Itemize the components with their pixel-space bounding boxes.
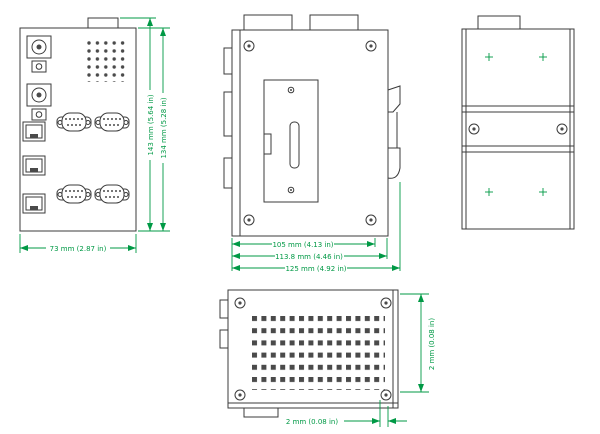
label-backing (46, 243, 110, 252)
din-mount-plate (263, 79, 319, 203)
corner-screw (380, 297, 392, 309)
plate-screw (287, 86, 295, 94)
bottom-mount-tab (243, 407, 279, 418)
right-side-view (461, 15, 575, 230)
connector-profile (219, 329, 229, 349)
height-overall-dimension-label: 143 mm (5.64 in) (147, 94, 155, 155)
connector-profile (223, 91, 233, 137)
depth-with-rail-dimension-label: 113.8 mm (4.46 in) (275, 253, 343, 261)
connector-profile (223, 47, 233, 75)
sc-fiber-port (26, 35, 52, 59)
din-rail-clip-lower-hook (387, 147, 401, 179)
edge-thickness-bottom-dimension-label: 2 mm (0.08 in) (286, 418, 338, 426)
din-rail-clip-upper-hook (387, 85, 401, 113)
front-view (19, 17, 137, 232)
label-backing (146, 90, 155, 160)
corner-screw (234, 389, 246, 401)
bottom-view (219, 289, 399, 418)
label-backing (159, 93, 168, 163)
label-backing (272, 239, 334, 249)
depth-overall-dimension-label: 125 mm (4.92 in) (285, 265, 346, 273)
side-panel-outline (461, 28, 575, 230)
sc-fiber-port-latch (31, 108, 47, 121)
corner-screw (243, 40, 255, 52)
front-view-dimensions: 73 mm (2.87 in) 143 mm (5.64 in) 134 mm … (19, 17, 170, 253)
vent-holes (252, 316, 385, 390)
corner-screw (234, 297, 246, 309)
rj45-port (22, 193, 46, 214)
label-backing (285, 263, 347, 273)
corner-screw (365, 40, 377, 52)
plate-screw (287, 186, 295, 194)
rail-screw (556, 123, 568, 135)
edge-thickness-right-dimension-label: 2 mm (0.08 in) (428, 318, 436, 370)
din-mount-notch (263, 133, 272, 155)
top-mount-tab (243, 14, 293, 31)
corner-screw (365, 214, 377, 226)
corner-screw (243, 214, 255, 226)
top-mount-tab (477, 15, 521, 30)
side-view-din-rail (223, 14, 401, 237)
depth-body-dimension-label: 105 mm (4.13 in) (272, 241, 333, 249)
label-backing (275, 251, 344, 261)
side-view-dimensions: 105 mm (4.13 in) 113.8 mm (4.46 in) 125 … (231, 182, 401, 273)
din-mount-slot (289, 121, 300, 169)
width-dimension-label: 73 mm (2.87 in) (50, 245, 107, 253)
rj45-port (22, 155, 46, 176)
height-body-dimension-label: 134 mm (5.28 in) (160, 97, 168, 158)
connector-profile (219, 299, 229, 319)
bottom-view-dimensions: 2 mm (0.08 in) 2 mm (0.08 in) (286, 293, 436, 427)
rail-screw (468, 123, 480, 135)
sc-fiber-port-latch (31, 60, 47, 73)
sc-fiber-port (26, 83, 52, 107)
corner-screw (380, 389, 392, 401)
rj45-port (22, 121, 46, 142)
led-indicators (86, 40, 128, 82)
top-mount-tab (87, 17, 119, 30)
top-mount-tab (309, 14, 359, 31)
connector-profile (223, 157, 233, 189)
